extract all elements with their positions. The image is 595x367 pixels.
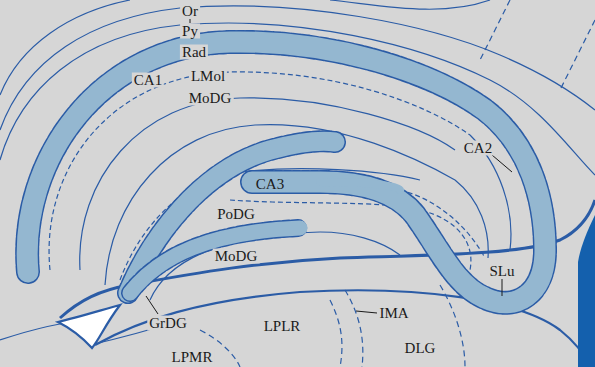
- region-label: LPMR: [170, 350, 215, 365]
- region-label: Rad: [180, 45, 208, 60]
- region-label: LMol: [189, 69, 227, 84]
- region-label: CA2: [462, 141, 494, 156]
- region-label: IMA: [377, 306, 410, 321]
- region-label: DLG: [403, 341, 438, 356]
- region-label: PoDG: [215, 207, 257, 222]
- region-label: CA1: [132, 73, 164, 88]
- region-label: MoDG: [213, 249, 260, 264]
- region-label: LPLR: [262, 319, 303, 334]
- region-label: MoDG: [187, 91, 234, 106]
- region-label: Or: [180, 4, 200, 19]
- region-label: Py: [180, 24, 200, 39]
- region-label: CA3: [254, 177, 286, 192]
- region-label: SLu: [487, 264, 516, 279]
- region-label: GrDG: [147, 316, 189, 331]
